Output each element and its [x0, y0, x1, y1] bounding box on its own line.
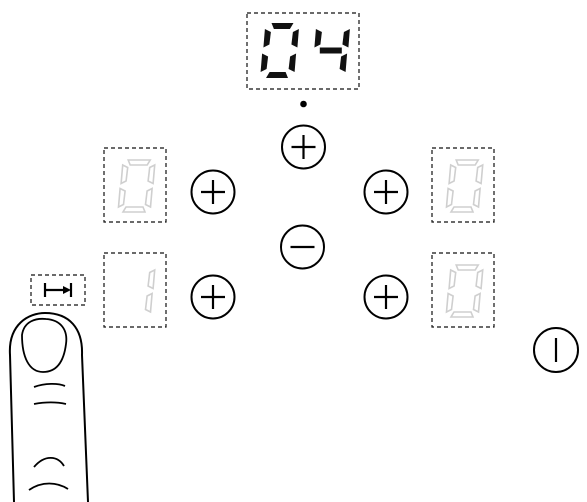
segment-c — [340, 54, 348, 73]
timer-display: 04 — [0, 0, 359, 89]
segment-g — [320, 48, 342, 54]
segment-f — [449, 270, 456, 289]
zone-display-top-left: 0 — [0, 0, 166, 222]
plus-button-bottom-left[interactable] — [192, 276, 235, 319]
segment-a — [272, 23, 294, 29]
timer-plus-button[interactable] — [282, 126, 325, 169]
zone-digit-top-left — [119, 160, 155, 212]
zone-digit-bottom-left — [146, 270, 155, 312]
timer-select-button[interactable] — [31, 275, 85, 305]
zone-display-frame-bottom-left — [104, 253, 166, 327]
segment-e — [447, 294, 454, 313]
segment-b — [148, 165, 155, 184]
segment-b — [291, 29, 299, 48]
zone-digit-bottom-right — [447, 265, 483, 317]
segment-c — [146, 189, 153, 208]
segment-b — [476, 165, 483, 184]
plus-button-bottom-right[interactable] — [365, 276, 408, 319]
power-button[interactable] — [534, 328, 578, 372]
segment-b — [342, 29, 350, 48]
timer-digit-1 — [261, 23, 299, 78]
zone-display-bottom-left: 1 — [0, 0, 166, 327]
finger-icon — [10, 313, 88, 502]
zone-display-frame-top-right — [432, 148, 494, 222]
segment-b — [148, 270, 155, 289]
segment-f — [314, 29, 322, 48]
zone-display-frame-top-left — [104, 148, 166, 222]
segment-c — [289, 54, 297, 73]
segment-e — [261, 54, 269, 73]
plus-button-top-right[interactable] — [365, 171, 408, 214]
segment-f — [121, 165, 128, 184]
zone-digit-top-right — [447, 160, 483, 212]
segment-d — [451, 312, 473, 317]
segment-a — [128, 160, 150, 165]
segment-e — [447, 189, 454, 208]
timer-display-frame — [247, 13, 359, 89]
plus-button-top-left[interactable] — [192, 171, 235, 214]
segment-c — [474, 294, 481, 313]
segment-d — [266, 72, 288, 78]
segment-c — [474, 189, 481, 208]
zone-display-top-right: 0 — [0, 0, 494, 222]
zone-value-bottom-right: 0 — [0, 0, 10, 4]
segment-f — [449, 165, 456, 184]
dot-indicator-icon — [300, 101, 307, 108]
segment-c — [146, 294, 153, 313]
timer-digit-2 — [314, 29, 350, 72]
segment-b — [476, 270, 483, 289]
segment-a — [456, 265, 478, 270]
segment-e — [119, 189, 126, 208]
segment-a — [456, 160, 478, 165]
timer-select-icon — [45, 283, 71, 297]
zone-display-frame-bottom-right — [432, 253, 494, 327]
segment-d — [451, 207, 473, 212]
timer-minus-button[interactable] — [281, 226, 324, 269]
segment-f — [263, 29, 271, 48]
segment-d — [123, 207, 145, 212]
